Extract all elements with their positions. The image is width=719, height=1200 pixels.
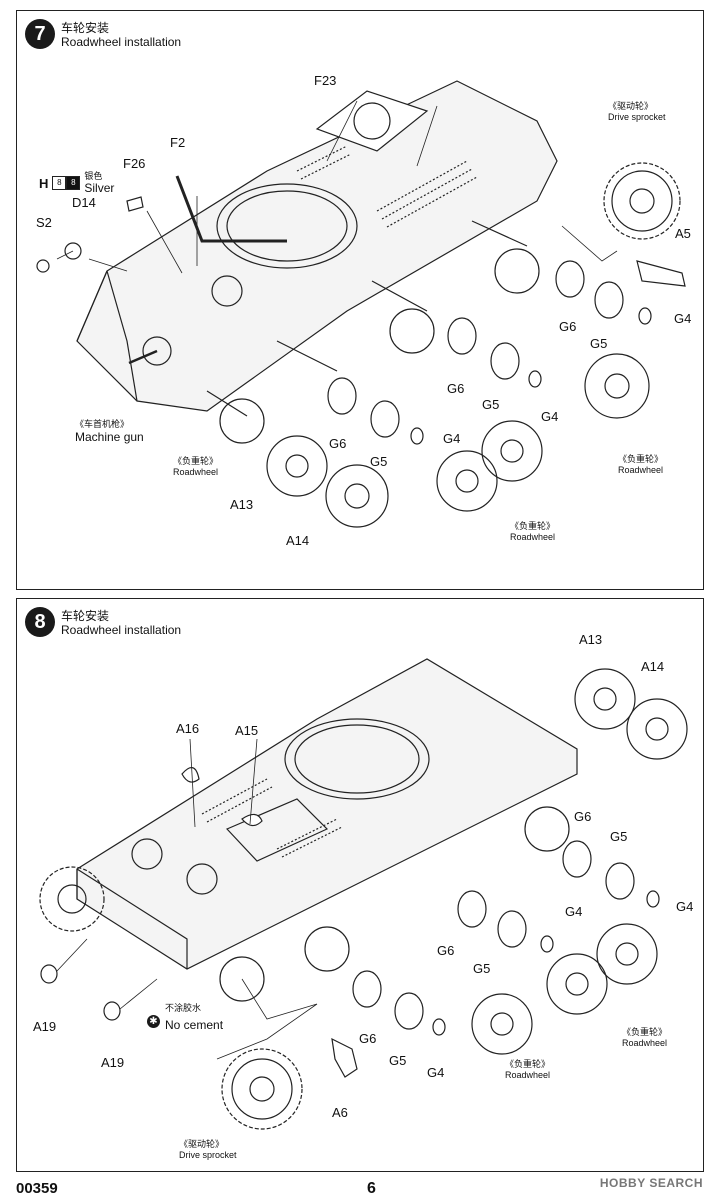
paint-color-en: Silver <box>84 181 115 195</box>
note-rw1-cn: 《负重轮》 <box>622 1027 668 1037</box>
part-g6-c: G6 <box>329 436 347 451</box>
part-g6-a: G6 <box>559 319 577 334</box>
note-rw1-en: Roadwheel <box>173 467 219 477</box>
watermark-logo: HOBBY SEARCH <box>599 1176 703 1190</box>
part-g6-b: G6 <box>437 943 455 958</box>
part-g6-c: G6 <box>359 1031 377 1046</box>
note-drive-cn: 《驱动轮》 <box>179 1139 225 1149</box>
note-drive-en: Drive sprocket <box>608 112 666 122</box>
part-g4-c: G4 <box>443 431 461 446</box>
page-number: 6 <box>367 1180 376 1197</box>
step-title-en: Roadwheel installation <box>61 35 182 49</box>
paint-swatch-a: 8 <box>52 176 67 190</box>
note-nocement-cn: 不涂胶水 <box>165 1003 202 1013</box>
part-g5-a: G5 <box>590 336 608 351</box>
part-g6-a: G6 <box>574 809 592 824</box>
step-title-cn: 车轮安装 <box>61 21 110 35</box>
paint-code-letter: H <box>39 175 49 191</box>
part-a16: A16 <box>176 721 200 736</box>
part-g6-b: G6 <box>447 381 465 396</box>
part-g4-b: G4 <box>541 409 559 424</box>
part-g4-a: G4 <box>676 899 694 914</box>
note-rw3-en: Roadwheel <box>510 532 556 542</box>
part-g4-a: G4 <box>674 311 692 326</box>
part-a6: A6 <box>332 1105 348 1120</box>
part-a15: A15 <box>235 723 259 738</box>
note-rw1-en: Roadwheel <box>622 1038 668 1048</box>
part-a13: A13 <box>579 632 603 647</box>
note-rw3-cn: 《负重轮》 <box>510 521 556 531</box>
step-title-en: Roadwheel installation <box>61 623 182 637</box>
part-d14: D14 <box>72 195 96 210</box>
note-nocement-en: No cement <box>165 1018 224 1032</box>
note-nocement: ✱ <box>147 1015 164 1029</box>
step-title-cn: 车轮安装 <box>61 609 110 623</box>
part-a19-a: A19 <box>33 1019 57 1034</box>
part-a14: A14 <box>641 659 665 674</box>
note-drive-cn: 《驱动轮》 <box>608 101 654 111</box>
note-mg-cn: 《车首机枪》 <box>75 419 130 429</box>
paint-color-cn: 银色 <box>84 171 103 181</box>
product-code: 00359 <box>16 1180 58 1197</box>
part-g4-a2: G4 <box>565 904 583 919</box>
no-cement-icon: ✱ <box>147 1015 160 1029</box>
part-a5: A5 <box>675 226 691 241</box>
part-g5-a: G5 <box>610 829 628 844</box>
part-g4-c: G4 <box>427 1065 445 1080</box>
part-g5-c: G5 <box>370 454 388 469</box>
note-rw1-cn: 《负重轮》 <box>173 456 219 466</box>
step-8-illustration <box>39 658 688 1130</box>
part-f23: F23 <box>314 73 337 88</box>
note-rw2-en: Roadwheel <box>618 465 664 475</box>
part-a19-b: A19 <box>101 1055 125 1070</box>
note-drive-en: Drive sprocket <box>179 1150 237 1160</box>
part-g5-b: G5 <box>473 961 491 976</box>
note-rw2-en: Roadwheel <box>505 1070 551 1080</box>
paint-swatch-b: 8 <box>66 176 81 190</box>
step-7-illustration <box>36 80 686 528</box>
step-7-panel: 7 车轮安装 Roadwheel installation <box>16 10 704 590</box>
part-f2: F2 <box>170 135 186 150</box>
part-a14: A14 <box>286 533 310 548</box>
part-a13: A13 <box>230 497 254 512</box>
part-s2: S2 <box>36 215 52 230</box>
note-mg-en: Machine gun <box>75 430 144 444</box>
step-number-badge: 7 <box>25 19 55 49</box>
note-rw2-cn: 《负重轮》 <box>505 1059 551 1069</box>
step-number-badge: 8 <box>25 607 55 637</box>
step-8-panel: 8 车轮安装 Roadwheel installation <box>16 598 704 1172</box>
note-rw2-cn: 《负重轮》 <box>618 454 664 464</box>
paint-callout: H 8 8 银色 Silver <box>39 171 114 195</box>
part-f26: F26 <box>123 156 146 171</box>
part-g5-c: G5 <box>389 1053 407 1068</box>
part-g5-b: G5 <box>482 397 500 412</box>
